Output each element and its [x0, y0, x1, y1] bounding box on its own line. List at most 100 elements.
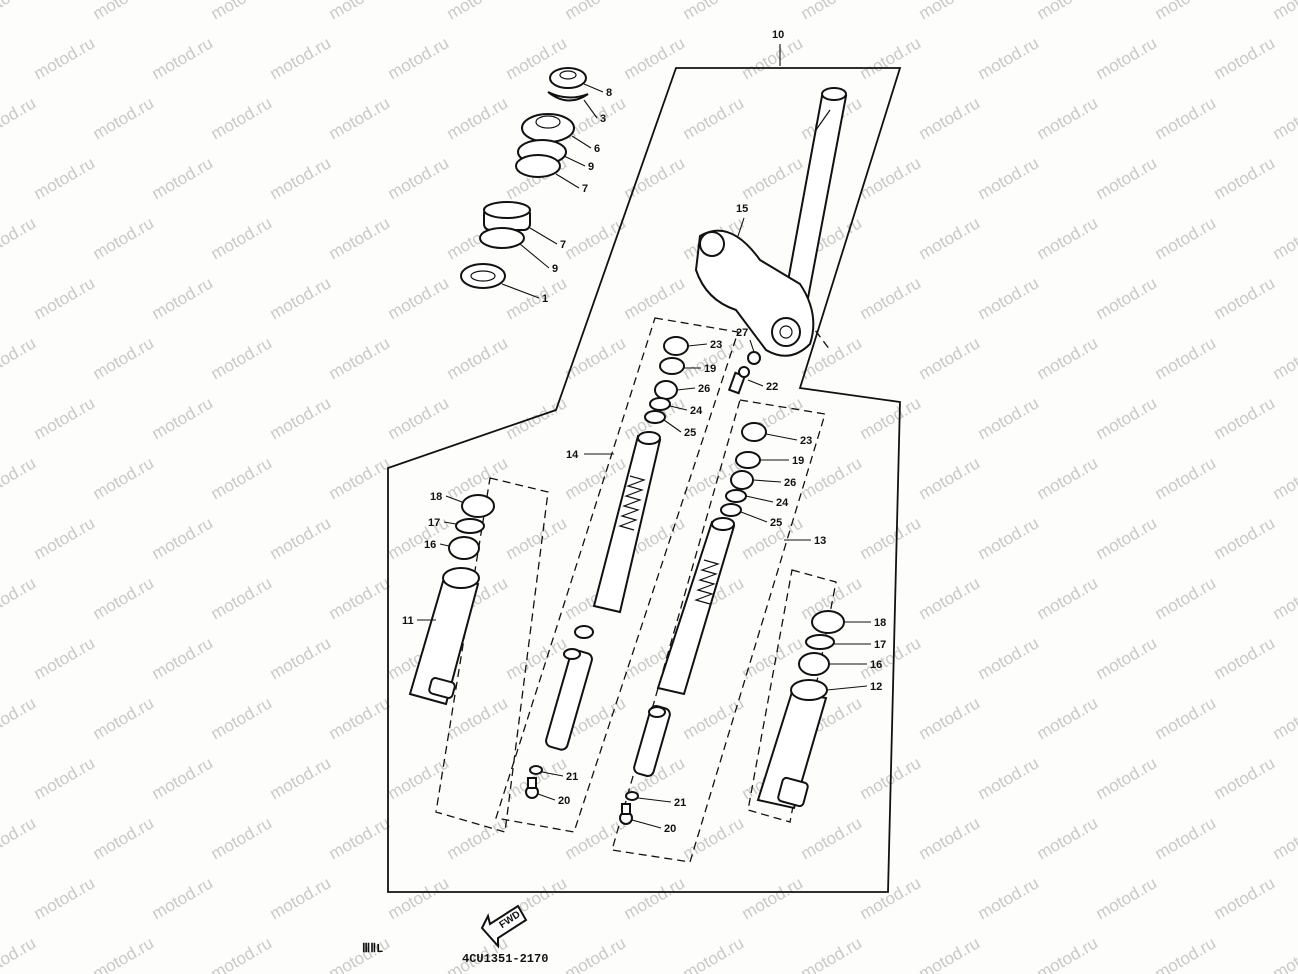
washer-24-left — [649, 397, 671, 411]
watermark-text: motod.ru — [0, 693, 39, 743]
inner-fork-right-subframe — [611, 399, 826, 863]
watermark-text: motod.ru — [975, 873, 1043, 923]
watermark-text: motod.ru — [326, 0, 394, 23]
bolt-20-right — [619, 803, 633, 825]
watermark-text: motod.ru — [1034, 453, 1102, 503]
watermark-text: motod.ru — [149, 513, 217, 563]
callout-10: 10 — [772, 29, 784, 41]
watermark-text: motod.ru — [149, 393, 217, 443]
spacer-26-left — [654, 380, 678, 400]
watermark-text: motod.ru — [1152, 693, 1220, 743]
watermark-text: motod.ru — [31, 153, 99, 203]
watermark-text: motod.ru — [149, 633, 217, 683]
watermark-text: motod.ru — [798, 933, 866, 974]
watermark-text: motod.ru — [1093, 33, 1161, 83]
corner-mark: ⅢⅡL — [362, 942, 383, 956]
callout-24a: 24 — [690, 405, 703, 417]
fork-tube-left-subframe — [435, 477, 549, 833]
washer-3 — [547, 91, 589, 102]
watermark-text: motod.ru — [326, 573, 394, 623]
oil-seal-16-right — [798, 652, 830, 676]
watermark-text: motod.ru — [857, 273, 925, 323]
watermark-text: motod.ru — [1152, 333, 1220, 383]
watermark-text: motod.ru — [208, 93, 276, 143]
damper-rod-left — [545, 648, 593, 751]
watermark-text: motod.ru — [1034, 213, 1102, 263]
watermark-text: motod.ru — [267, 33, 335, 83]
watermark-text: motod.ru — [326, 213, 394, 263]
watermark-text: motod.ru — [1152, 213, 1220, 263]
washer-27 — [747, 351, 761, 365]
watermark-text: motod.ru — [1093, 753, 1161, 803]
watermark-text: motod.ru — [916, 93, 984, 143]
watermark-text: motod.ru — [562, 0, 630, 23]
watermark-text: motod.ru — [31, 273, 99, 323]
callout-17a: 17 — [428, 517, 440, 529]
watermark-text: motod.ru — [385, 393, 453, 443]
watermark-text: motod.ru — [90, 813, 158, 863]
watermark-text: motod.ru — [267, 273, 335, 323]
watermark-text: motod.ru — [975, 33, 1043, 83]
dust-seal-18-right — [811, 610, 845, 634]
watermark-text: motod.ru — [444, 813, 512, 863]
watermark-text: motod.ru — [267, 633, 335, 683]
watermark-text: motod.ru — [975, 633, 1043, 683]
watermark-text: motod.ru — [1211, 33, 1279, 83]
oil-seal-16-left — [448, 536, 480, 560]
watermark-text: motod.ru — [267, 513, 335, 563]
watermark-text: motod.ru — [857, 33, 925, 83]
o-ring-19-left — [659, 357, 685, 375]
watermark-text: motod.ru — [90, 93, 158, 143]
cap-23-left — [663, 336, 689, 356]
watermark-text: motod.ru — [208, 213, 276, 263]
watermark-text: motod.ru — [562, 813, 630, 863]
watermark-text: motod.ru — [149, 873, 217, 923]
watermark-text: motod.ru — [1034, 933, 1102, 974]
watermark-text: motod.ru — [739, 153, 807, 203]
watermark-text: motod.ru — [326, 453, 394, 503]
watermark-text: motod.ru — [90, 573, 158, 623]
watermark-text: motod.ru — [975, 513, 1043, 563]
watermark-text: motod.ru — [975, 753, 1043, 803]
callout-25b: 25 — [770, 517, 782, 529]
watermark-text: motod.ru — [326, 333, 394, 383]
callout-8: 8 — [606, 87, 612, 99]
watermark-text: motod.ru — [1152, 0, 1220, 23]
watermark-text: motod.ru — [798, 453, 866, 503]
watermark-text: motod.ru — [916, 333, 984, 383]
watermark-text: motod.ru — [1152, 573, 1220, 623]
watermark-text: motod.ru — [0, 573, 39, 623]
clip-17-right — [805, 634, 835, 650]
callout-23a: 23 — [710, 339, 722, 351]
watermark-text: motod.ru — [444, 333, 512, 383]
assembly-frame — [387, 67, 902, 893]
diagram-code: 4CU1351-2170 — [462, 952, 548, 966]
fork-spring-right — [694, 559, 720, 605]
ball-race-9-lower — [479, 227, 525, 249]
callout-16a: 16 — [424, 539, 436, 551]
watermark-text: motod.ru — [90, 0, 158, 23]
callout-19b: 19 — [792, 455, 804, 467]
clip-17-left — [455, 518, 485, 534]
watermark-text: motod.ru — [90, 453, 158, 503]
watermark-text: motod.ru — [385, 513, 453, 563]
watermark-text: motod.ru — [503, 273, 571, 323]
callout-14: 14 — [566, 449, 579, 461]
watermark-text: motod.ru — [798, 813, 866, 863]
watermark-text: motod.ru — [1270, 453, 1298, 503]
watermark-text: motod.ru — [621, 273, 689, 323]
watermark-text: motod.ru — [31, 753, 99, 803]
watermark-text: motod.ru — [208, 813, 276, 863]
watermark-text: motod.ru — [680, 933, 748, 974]
watermark-text: motod.ru — [31, 873, 99, 923]
watermark-text: motod.ru — [149, 273, 217, 323]
watermark-text: motod.ru — [1152, 813, 1220, 863]
watermark-text: motod.ru — [680, 813, 748, 863]
callout-9a: 9 — [588, 161, 594, 173]
watermark-text: motod.ru — [208, 0, 276, 23]
watermark-text: motod.ru — [916, 453, 984, 503]
watermark-text: motod.ru — [31, 513, 99, 563]
watermark-text: motod.ru — [1034, 0, 1102, 23]
watermark-text: motod.ru — [208, 333, 276, 383]
watermark-text: motod.ru — [149, 153, 217, 203]
